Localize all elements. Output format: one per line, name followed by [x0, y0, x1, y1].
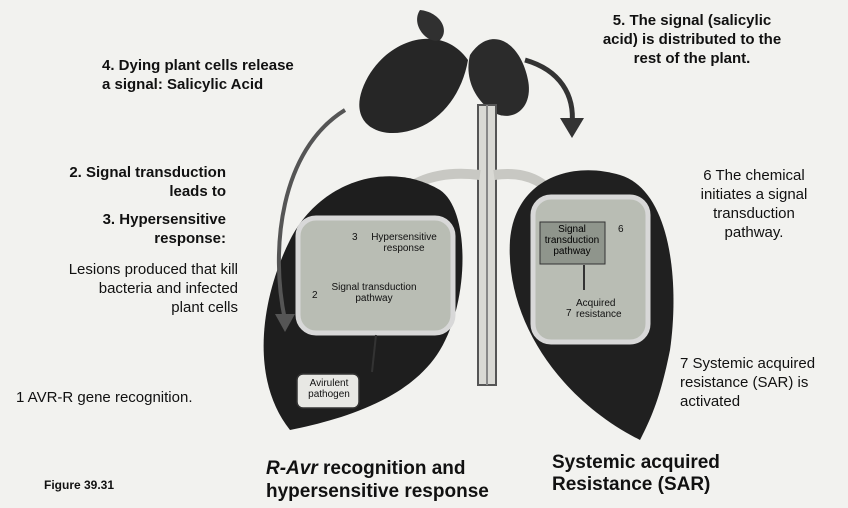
- avirulent-pathogen-label: Avirulent pathogen: [299, 378, 359, 400]
- r-avr-italic: R-Avr: [266, 458, 318, 479]
- figure-number: Figure 39.31: [44, 478, 114, 492]
- hypersensitive-inner-label: Hypersensitive response: [360, 232, 448, 254]
- left-caption-line2: hypersensitive response: [266, 481, 489, 503]
- num2-label: 2: [312, 290, 318, 301]
- step1-label: 1 AVR-R gene recognition.: [16, 388, 193, 407]
- signal-right-inner-label: Signal transduction pathway: [540, 224, 604, 257]
- num6-label: 6: [618, 224, 624, 235]
- step4-label: 4. Dying plant cells release a signal: S…: [102, 56, 294, 94]
- num7-label: 7: [566, 308, 572, 319]
- lesions-label: Lesions produced that kill bacteria and …: [2, 260, 238, 317]
- step2-label: 2. Signal transduction leads to: [8, 163, 226, 201]
- top-bud: [417, 10, 444, 41]
- step6-label: 6 The chemical initiates a signal transd…: [664, 166, 844, 242]
- left-caption: R-Avr recognition and: [266, 458, 466, 480]
- right-inset-box: [533, 197, 648, 342]
- num3-label: 3: [352, 232, 358, 243]
- upper-left-leaf: [359, 39, 468, 133]
- step3-label: 3. Hypersensitive response:: [8, 210, 226, 248]
- step5-label: 5. The signal (salicylic acid) is distri…: [580, 11, 804, 68]
- step7-label: 7 Systemic acquired resistance (SAR) is …: [680, 354, 846, 411]
- signal-left-inner-label: Signal transduction pathway: [318, 282, 430, 304]
- acquired-resistance-inner-label: Acquired resistance: [576, 298, 622, 320]
- left-caption-rest: recognition and: [318, 458, 466, 479]
- right-caption: Systemic acquired Resistance (SAR): [552, 452, 720, 496]
- arrow-to-rest-of-plant: [525, 60, 572, 125]
